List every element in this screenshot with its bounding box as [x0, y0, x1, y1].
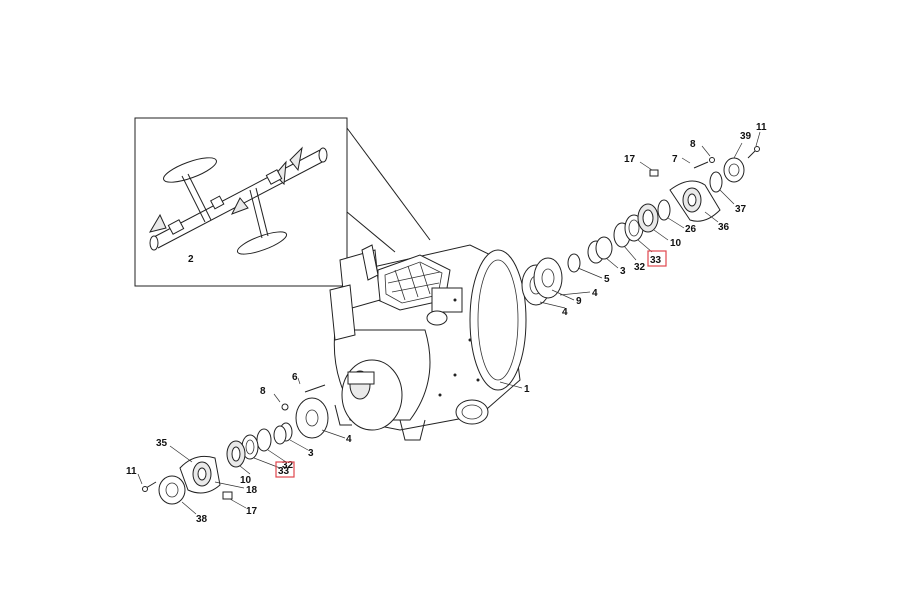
label-part-36: 36: [718, 222, 730, 233]
label-part-26: 26: [685, 224, 697, 235]
label-part-38: 38: [196, 514, 208, 525]
label-part-1: 1: [524, 384, 530, 395]
label-part-8-left: 8: [260, 386, 266, 397]
label-part-3-right: 3: [620, 266, 626, 277]
right-side-parts: 4 4 9 5 3 32 33 10 26: [521, 122, 767, 318]
shaft-drawing: [148, 146, 328, 255]
label-part-18: 18: [246, 485, 258, 496]
highlight-box-part-33-left: [275, 461, 295, 478]
label-part-6: 6: [292, 372, 298, 383]
label-part-8-right: 8: [690, 139, 696, 150]
label-part-5: 5: [604, 274, 610, 285]
label-part-4-right-a: 4: [562, 307, 568, 318]
label-part-9: 9: [576, 296, 582, 307]
label-part-4-right-b: 4: [592, 288, 598, 299]
label-part-2: 2: [188, 254, 194, 265]
label-part-33-left: 33: [278, 466, 290, 477]
label-part-32-left: 32: [282, 460, 294, 471]
label-part-33-right: 33: [650, 255, 662, 266]
label-part-17-left: 17: [246, 506, 258, 517]
left-side-parts: 6 8 4 3 32 33 10 35: [126, 372, 352, 525]
label-part-4-left: 4: [346, 434, 352, 445]
highlight-box-part-33-right: [647, 250, 667, 267]
label-part-10-right: 10: [670, 238, 682, 249]
label-part-3-left: 3: [308, 448, 314, 459]
inset-detail-box: 2: [134, 117, 431, 287]
label-part-10-left: 10: [240, 475, 252, 486]
label-part-11-right: 11: [756, 122, 767, 133]
main-housing-drawing: 1: [329, 244, 530, 441]
label-part-17-right: 17: [624, 154, 636, 165]
label-part-39: 39: [740, 131, 752, 142]
label-part-37: 37: [735, 204, 747, 215]
label-part-32-right: 32: [634, 262, 646, 273]
label-part-35: 35: [156, 438, 168, 449]
label-part-11-left: 11: [126, 466, 137, 477]
label-part-7: 7: [672, 154, 678, 165]
